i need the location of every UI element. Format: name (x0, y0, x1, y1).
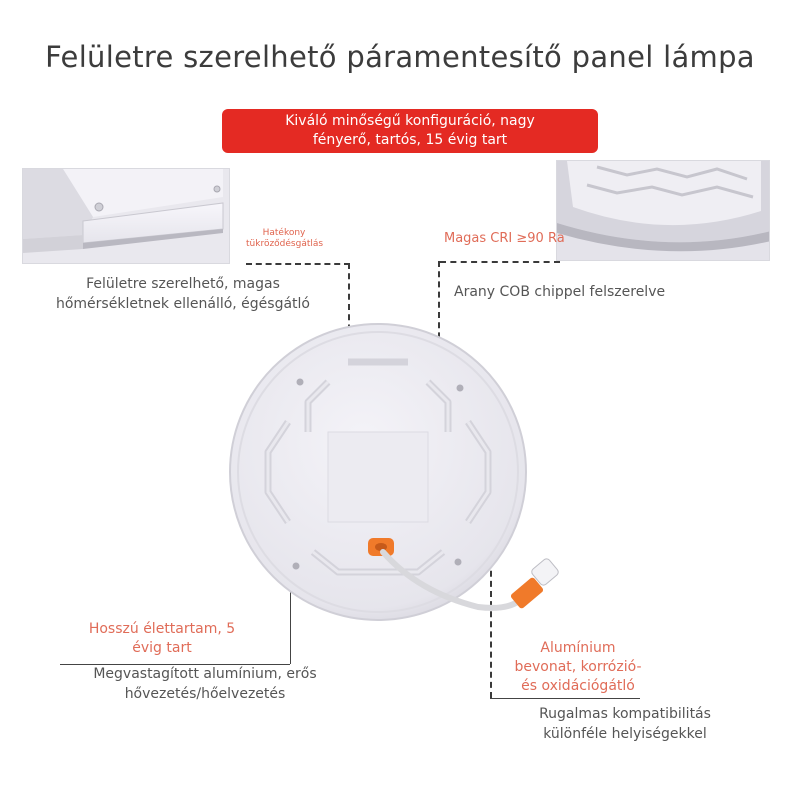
edge-detail-illustration (23, 169, 229, 263)
feature-thick-aluminium-line-1: Megvastagított alumínium, erős (93, 666, 317, 682)
banner-line-2: fényerő, tartós, 15 évig tart (312, 132, 508, 148)
feature-surface-mount-line-2: hőmérsékletnek ellenálló, égésgátló (55, 296, 311, 312)
rim-detail-photo (556, 160, 770, 261)
leader-line (490, 698, 640, 699)
feature-coating-line-1: Alumínium (540, 640, 616, 656)
feature-compat-label: Rugalmas kompatibilitás különféle helyis… (510, 704, 740, 744)
feature-coating-line-2: bevonat, korrózió- (514, 659, 642, 675)
feature-surface-mount-line-1: Felületre szerelhető, magas (86, 276, 280, 292)
feature-reflection-line-1: Hatékony (262, 228, 306, 238)
leader-line (246, 263, 350, 265)
feature-cob-chip-label: Arany COB chippel felszerelve (454, 284, 666, 300)
feature-thick-aluminium-line-2: hővezetés/hőelvezetés (124, 686, 286, 702)
leader-line (440, 261, 560, 263)
edge-detail-photo (22, 168, 230, 264)
feature-coating-line-3: és oxidációgátló (521, 678, 635, 694)
feature-reflection-label: Hatékony tükröződésgátlás (246, 228, 324, 250)
feature-compat-line-1: Rugalmas kompatibilitás (539, 706, 711, 722)
cable-connector-icon (510, 558, 559, 609)
feature-lifetime-line-1: Hosszú élettartam, 5 (88, 621, 236, 637)
feature-compat-line-2: különféle helyiségekkel (543, 726, 707, 742)
panel-lamp-back-view (229, 323, 559, 621)
feature-lifetime-label: Hosszú élettartam, 5 évig tart (64, 620, 260, 658)
leader-line (60, 664, 290, 665)
banner-line-1: Kiváló minőségű konfiguráció, nagy (285, 113, 535, 129)
highlight-banner: Kiváló minőségű konfiguráció, nagy fénye… (222, 109, 598, 153)
feature-coating-label: Alumínium bevonat, korrózió- és oxidáció… (496, 639, 660, 696)
feature-lifetime-line-2: évig tart (132, 640, 192, 656)
feature-thick-aluminium-label: Megvastagított alumínium, erős hővezetés… (60, 664, 350, 704)
page-title: Felületre szerelhető páramentesítő panel… (45, 40, 755, 74)
rim-detail-illustration (557, 161, 769, 260)
leader-line (490, 490, 492, 698)
feature-cri-label: Magas CRI ≥90 Ra (444, 231, 565, 246)
leader-line (290, 560, 291, 664)
feature-surface-mount-label: Felületre szerelhető, magas hőmérsékletn… (38, 274, 328, 314)
feature-reflection-line-2: tükröződésgátlás (246, 239, 324, 249)
